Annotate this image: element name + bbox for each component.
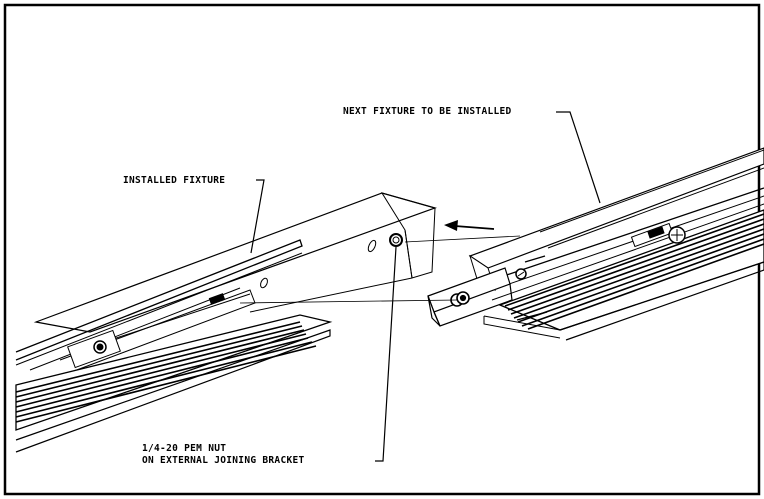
next-fixture-leader — [556, 111, 601, 204]
leader-lines — [250, 111, 601, 462]
pem-nut-label-line2: ON EXTERNAL JOINING BRACKET — [142, 455, 305, 466]
drawing-border — [3, 3, 761, 496]
installed-fixture-housing-end — [380, 192, 436, 279]
next-fixture-label: NEXT FIXTURE TO BE INSTALLED — [343, 106, 512, 117]
installed-fixture-label: INSTALLED FIXTURE — [123, 175, 226, 186]
alignment-lines — [239, 235, 521, 304]
installed-fixture — [15, 192, 437, 453]
pem-nut-label-line1: 1/4-20 PEM NUT — [142, 443, 227, 454]
pem-nut-leader — [375, 246, 397, 462]
installed-fixture-leader — [250, 179, 265, 254]
direction-arrow-icon — [444, 220, 495, 231]
next-fixture — [468, 147, 764, 341]
housing-slot-icon — [367, 239, 377, 253]
